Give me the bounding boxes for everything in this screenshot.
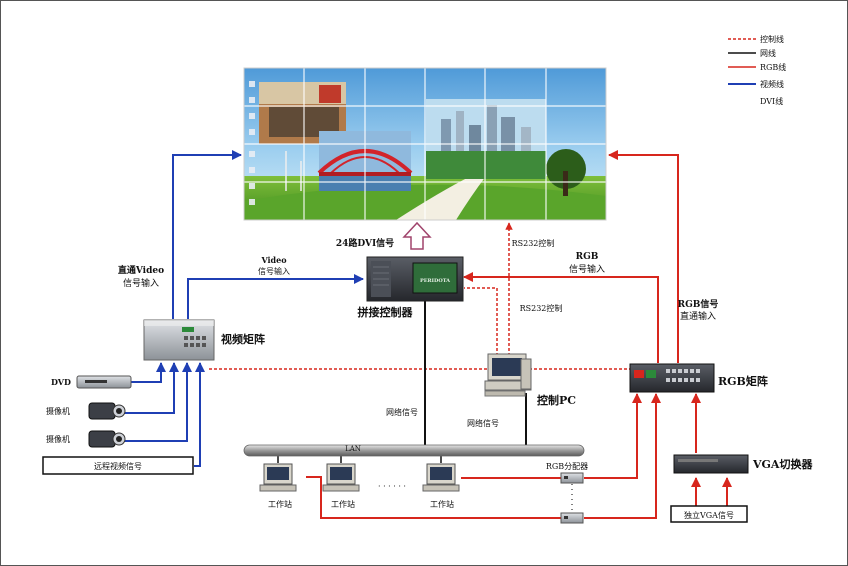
control-pc bbox=[484, 353, 532, 397]
rs232-mid-label: RS232控制 bbox=[520, 303, 563, 313]
splitter-rgb-1 bbox=[584, 393, 642, 479]
net-label-1: 网络信号 bbox=[386, 407, 418, 417]
rs232-top-label: RS232控制 bbox=[512, 238, 555, 248]
legend-label-dvi: DVI线 bbox=[760, 96, 783, 106]
remote-line bbox=[194, 362, 205, 467]
video-direct-label-2: 信号输入 bbox=[123, 277, 159, 289]
rgb-splitter-1 bbox=[560, 472, 584, 484]
lan-label: LAN bbox=[345, 445, 361, 453]
cam2-label: 摄像机 bbox=[46, 434, 70, 444]
rgb-matrix-label: RGB矩阵 bbox=[718, 374, 768, 388]
legend: 控制线 网线 RGB线 视频线 DVI线 bbox=[728, 34, 786, 106]
rgb-input-label-2: 信号输入 bbox=[569, 263, 605, 275]
rgb-splitter-label: RGB分配器 bbox=[546, 462, 588, 471]
camera-2 bbox=[88, 430, 126, 448]
workstation-3 bbox=[422, 463, 460, 492]
rgb-direct-line bbox=[608, 150, 679, 363]
video-direct-label: 直通Video bbox=[118, 264, 164, 276]
splice-controller: PERIDOTA bbox=[366, 256, 464, 302]
rgb-matrix-device bbox=[629, 363, 715, 393]
video-input-label: Video bbox=[260, 255, 287, 265]
legend-label-video: 视频线 bbox=[760, 79, 784, 89]
video-matrix-label: 视频矩阵 bbox=[221, 332, 265, 346]
lan-bus bbox=[243, 444, 585, 457]
legend-label-control: 控制线 bbox=[760, 34, 784, 44]
video-input-line bbox=[187, 274, 364, 319]
remote-video-box bbox=[42, 456, 194, 475]
remote-label: 远程视频信号 bbox=[94, 461, 142, 471]
ws3-label: 工作站 bbox=[430, 499, 454, 509]
legend-label-network: 网线 bbox=[760, 48, 776, 58]
dvd-device bbox=[76, 375, 132, 389]
video-wall bbox=[243, 67, 607, 221]
net-label-2: 网络信号 bbox=[467, 418, 499, 428]
dvd-line bbox=[131, 362, 166, 383]
workstation-2 bbox=[322, 463, 360, 492]
cam1-label: 摄像机 bbox=[46, 406, 70, 416]
labels: 直通Video 信号输入 Video 信号输入 24路DVI信号 RS232控制… bbox=[46, 237, 813, 520]
video-matrix-device bbox=[143, 319, 215, 361]
rs232-controller-line bbox=[464, 287, 498, 356]
controller-brand: PERIDOTA bbox=[420, 278, 450, 284]
workstation-1 bbox=[259, 463, 297, 492]
video-input-label-2: 信号输入 bbox=[258, 266, 290, 276]
dvd-label: DVD bbox=[51, 377, 71, 387]
vga-signal-box bbox=[670, 505, 748, 523]
vga-switch-device bbox=[673, 454, 749, 474]
ws2-label: 工作站 bbox=[331, 499, 355, 509]
video-direct-line bbox=[172, 150, 242, 319]
splitter-rgb-2 bbox=[584, 393, 661, 519]
ws1-label: 工作站 bbox=[268, 499, 292, 509]
dvi-label: 24路DVI信号 bbox=[336, 237, 394, 249]
ws-rgb-line-1 bbox=[306, 476, 561, 519]
rgb-direct-label-2: 直通输入 bbox=[680, 310, 716, 322]
connections bbox=[124, 150, 732, 519]
rgb-input-line bbox=[463, 272, 659, 363]
controller-label: 拼接控制器 bbox=[358, 305, 414, 319]
ws-dots: · · · · · · bbox=[378, 482, 406, 491]
rgb-input-label: RGB bbox=[576, 252, 599, 262]
vga-switch-label: VGA切换器 bbox=[752, 457, 813, 471]
vga-signal-label: 独立VGA信号 bbox=[684, 510, 734, 520]
rgb-direct-label: RGB信号 bbox=[678, 298, 719, 310]
rgb-splitter-2 bbox=[560, 512, 584, 524]
pc-label: 控制PC bbox=[537, 393, 576, 407]
camera-1 bbox=[88, 402, 126, 420]
legend-label-rgb: RGB线 bbox=[760, 62, 786, 72]
cam1-line bbox=[124, 362, 179, 414]
dvi-arrow bbox=[402, 221, 432, 250]
cam2-line bbox=[124, 362, 192, 442]
